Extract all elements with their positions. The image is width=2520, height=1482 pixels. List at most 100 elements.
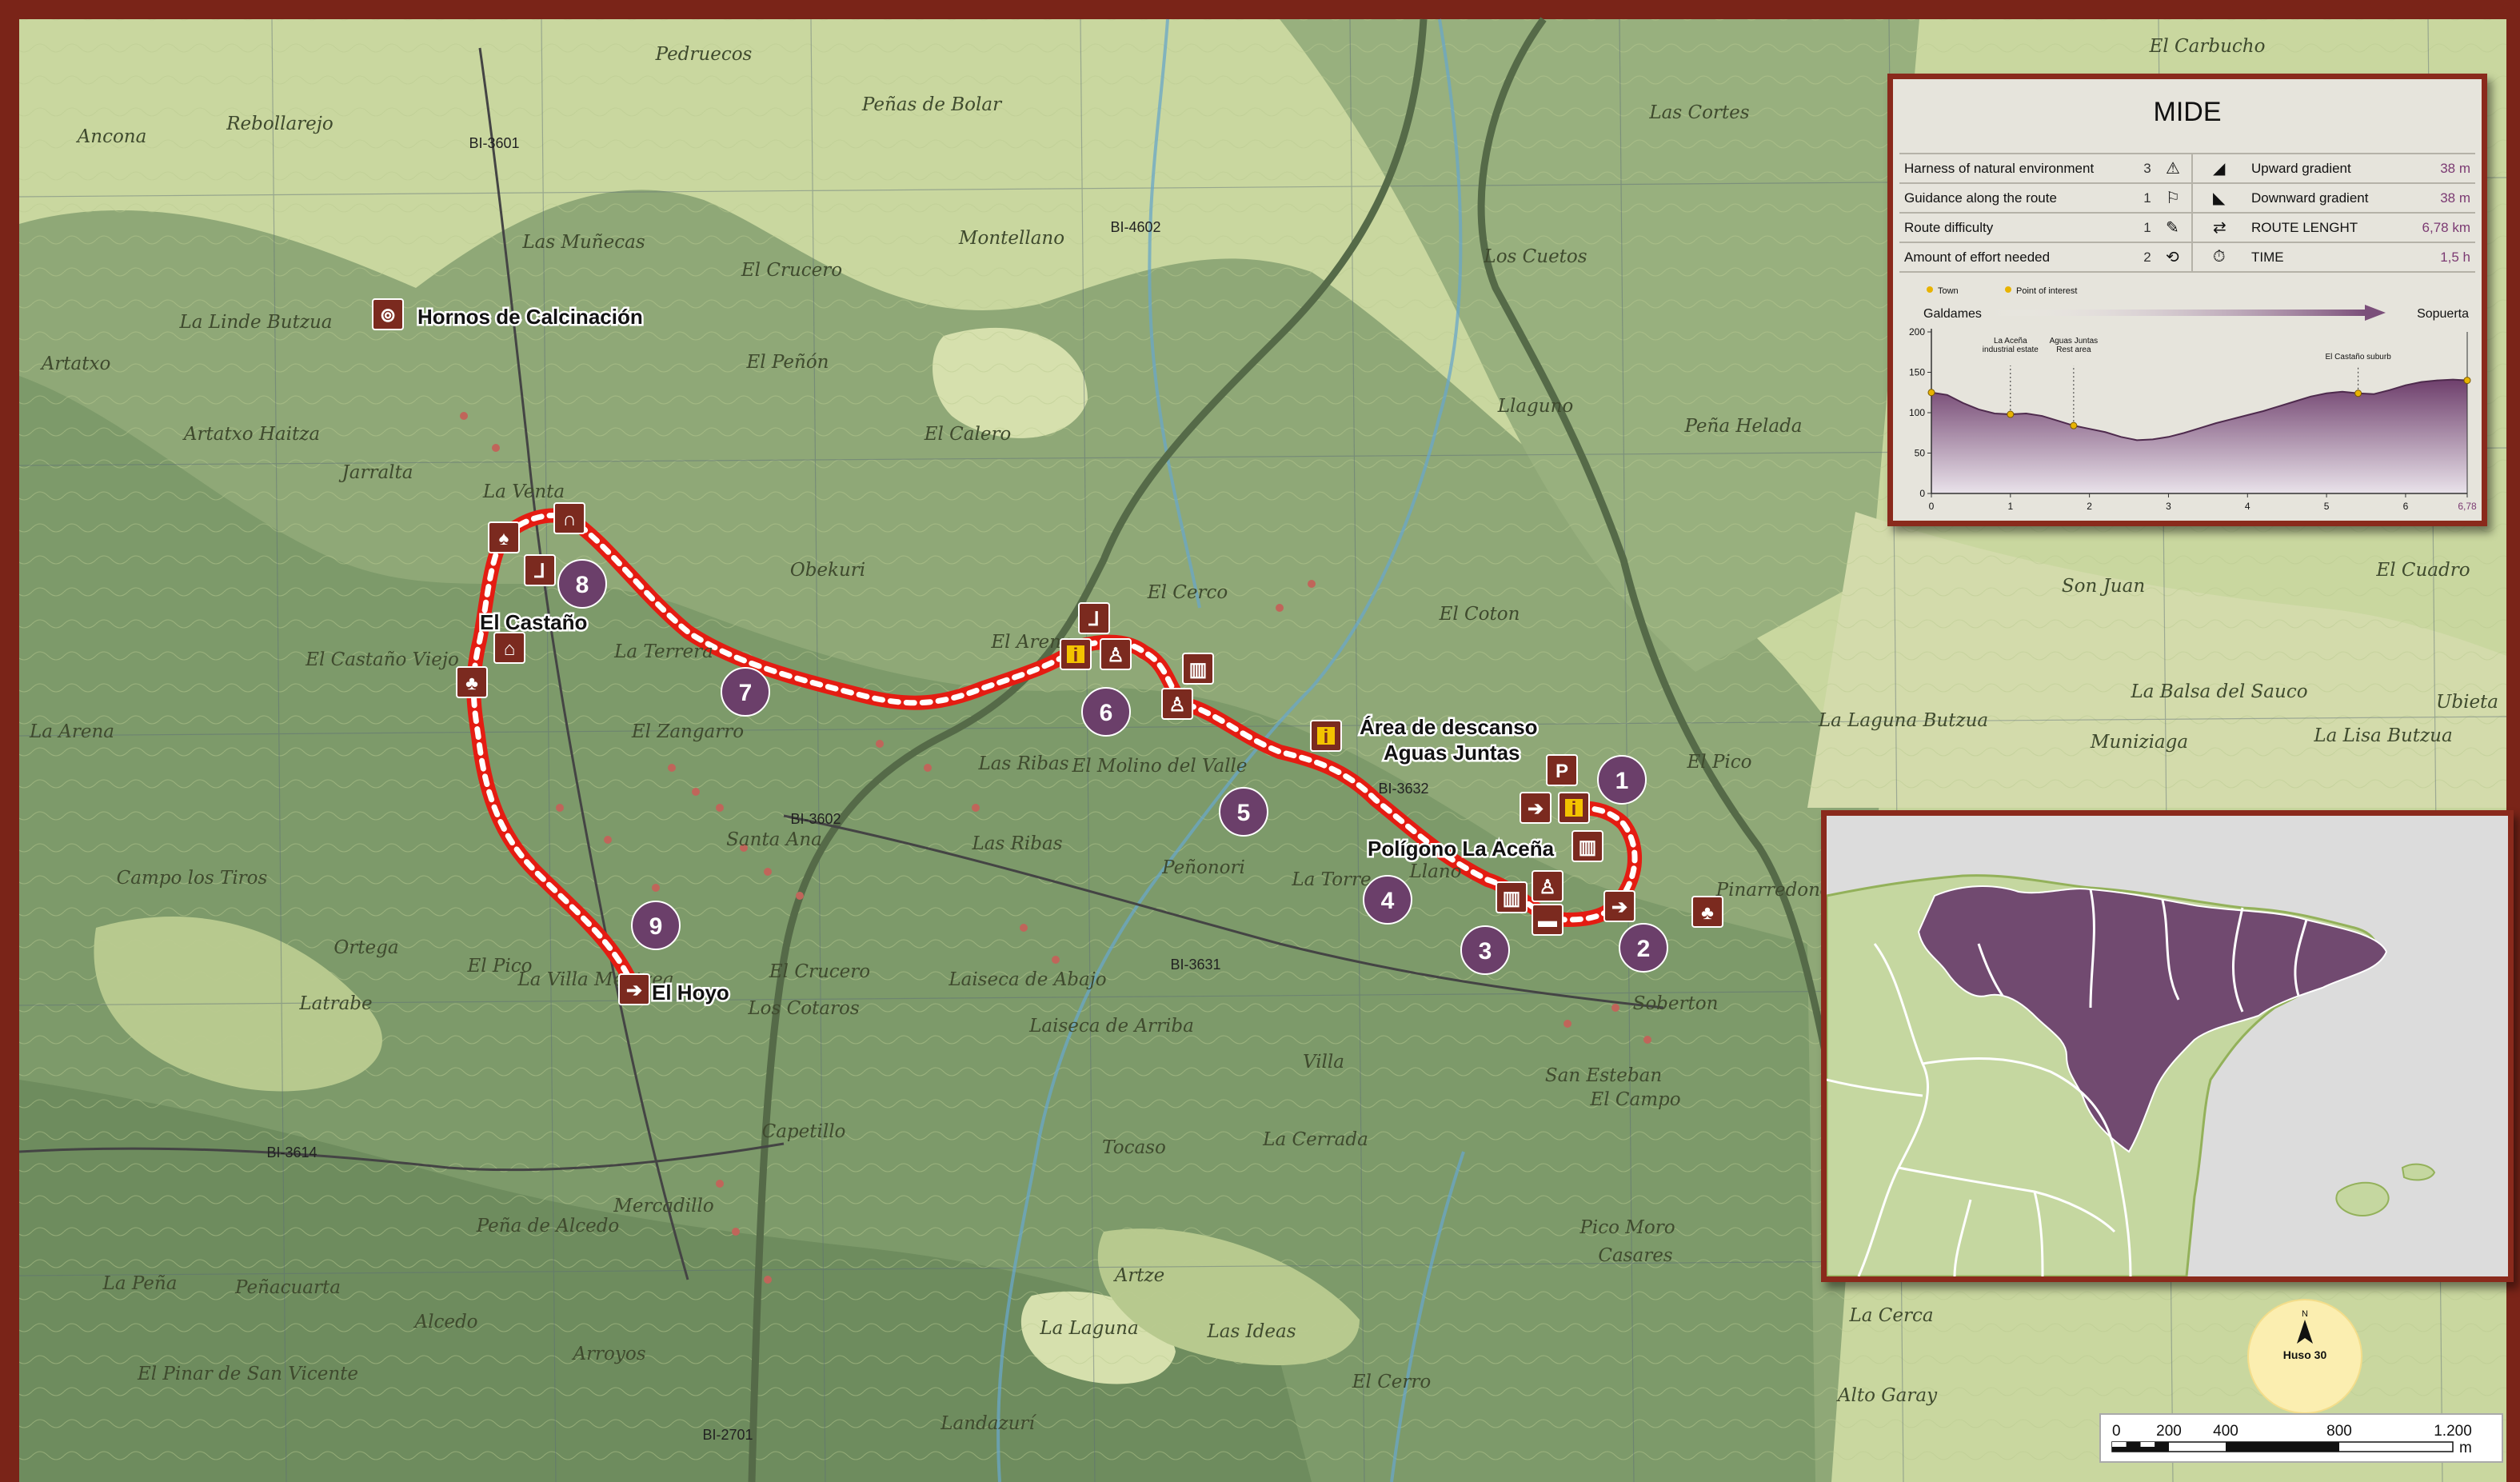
place-label: El Cuadro <box>2375 560 2470 581</box>
y-tick-label: 50 <box>1915 448 1926 459</box>
place-label: La Arena <box>29 721 114 742</box>
kilns-icon[interactable]: ⊚ <box>372 298 404 330</box>
place-label: Mercadillo <box>613 1196 713 1216</box>
route-place-label: Aguas Juntas <box>1384 741 1520 765</box>
place-label: Muniziaga <box>2090 732 2188 753</box>
hiker-icon[interactable]: ♙ <box>1161 688 1193 720</box>
shelter-icon[interactable]: ⌂ <box>493 632 525 664</box>
icon-glyph: ⌂ <box>504 638 516 660</box>
scale-minor <box>2126 1442 2141 1447</box>
place-label: Arroyos <box>571 1344 645 1364</box>
place-label: Alto Garay <box>1836 1385 1938 1406</box>
mide-value: 3 <box>2143 160 2151 176</box>
mide-row: Harness of natural environment 3 ⚠ ◢ Upw… <box>1899 153 2475 182</box>
tunnel-icon[interactable]: ∩ <box>553 502 585 534</box>
end-place: Sopuerta <box>2417 307 2469 321</box>
stage-number: 1 <box>1615 768 1629 794</box>
town-marker <box>2354 389 2362 397</box>
parking-icon[interactable]: P <box>1546 754 1578 786</box>
place-label: Las Ribas <box>971 833 1062 854</box>
factory-icon[interactable]: ▥ <box>1182 653 1214 685</box>
place-label: Artatxo Haitza <box>182 424 320 445</box>
stage-circle <box>721 667 770 717</box>
y-tick-label: 150 <box>1909 367 1925 378</box>
boot-icon: ✎ <box>2166 219 2179 237</box>
factory-icon[interactable]: ▥ <box>1496 881 1528 913</box>
stage-marker[interactable]: 9 <box>631 901 681 950</box>
icon-glyph: ♙ <box>1168 694 1186 716</box>
place-label: Peñas de Bolar <box>861 94 1003 115</box>
info-icon[interactable]: i <box>1060 638 1092 670</box>
settlements <box>460 412 1651 1284</box>
stage-marker[interactable]: 1 <box>1597 755 1647 805</box>
stage-marker[interactable]: 5 <box>1219 787 1268 837</box>
factory-icon[interactable]: ▥ <box>1572 830 1603 862</box>
arrow-icon[interactable]: ➔ <box>1520 792 1552 824</box>
arrow-icon[interactable]: ➔ <box>1603 890 1635 922</box>
inset-borders <box>1827 889 2308 1276</box>
icon-tile <box>524 554 556 586</box>
north-arrow-icon: N <box>2297 1309 2313 1344</box>
icon-glyph: ➔ <box>1611 897 1627 918</box>
huso-label: Huso 30 <box>2282 1348 2327 1361</box>
place-label: Villa <box>1303 1052 1344 1073</box>
place-label: San Esteban <box>1545 1065 1662 1086</box>
stage-marker[interactable]: 8 <box>557 559 607 609</box>
scale-tick-label: 0 <box>2112 1423 2121 1440</box>
place-label: El Pico <box>1686 752 1751 773</box>
stage-number: 9 <box>649 913 663 940</box>
icon-tile <box>1182 653 1214 685</box>
road-label: BI-3601 <box>469 135 519 151</box>
info-icon[interactable]: i <box>1558 792 1590 824</box>
north-badge: N Huso 30 <box>2249 1300 2361 1412</box>
stage-marker[interactable]: 6 <box>1081 687 1131 737</box>
mide-value2: 38 m <box>2440 160 2470 176</box>
tree-icon[interactable]: ♣ <box>1691 896 1723 928</box>
bench-icon[interactable]: ▬ <box>1532 904 1564 936</box>
picnic-icon[interactable]: ♠ <box>488 521 520 553</box>
place-label: Latrabe <box>298 993 372 1014</box>
y-tick-label: 200 <box>1909 326 1925 338</box>
icon-glyph: i <box>1324 726 1329 748</box>
stage-marker[interactable]: 4 <box>1363 875 1412 925</box>
place-label: Laiseca de Arriba <box>1028 1016 1194 1037</box>
mide-value2: 6,78 km <box>2422 219 2470 235</box>
place-label: Landazurí <box>940 1413 1036 1434</box>
stage-number: 7 <box>739 680 753 706</box>
inset-svg <box>1827 816 2508 1276</box>
stage-marker[interactable]: 3 <box>1460 925 1510 975</box>
mide-row: Guidance along the route 1 ⚐ ◣ Downward … <box>1899 182 2475 212</box>
hiker-icon[interactable]: ♙ <box>1100 638 1132 670</box>
location-inset-map[interactable] <box>1821 810 2514 1282</box>
info-icon[interactable]: i <box>1310 720 1342 752</box>
mide-divider <box>2191 154 2193 182</box>
scale-unit: m <box>2459 1440 2472 1456</box>
icon-glyph: ➔ <box>626 980 642 1001</box>
place-label: Las Cortes <box>1648 102 1749 123</box>
icon-tile <box>456 666 488 698</box>
hiker-icon[interactable]: ♙ <box>1532 870 1564 902</box>
effort-icon: ⟲ <box>2166 249 2179 266</box>
poi-icons: ⊚♠∩⅃⌂♣➔⅃i♙▥♙iP➔i▥▥♙▬➔♣ <box>372 298 1723 1005</box>
exclamation-triangle-icon: ⚠ <box>2166 160 2180 178</box>
stopwatch-icon: ⏱ <box>2213 248 2226 266</box>
town-marker <box>2463 377 2471 385</box>
mide-label: Harness of natural environment <box>1904 160 2095 176</box>
town-marker <box>1927 389 1935 397</box>
place-label: La Villa Meatzea <box>517 969 673 990</box>
stage-marker[interactable]: 7 <box>721 667 770 717</box>
stage-marker[interactable]: 2 <box>1619 923 1668 973</box>
tree-icon[interactable]: ♣ <box>456 666 488 698</box>
place-label: La Balsa del Sauco <box>2130 681 2307 702</box>
place-label: La Peña <box>102 1273 178 1294</box>
signpost-icon[interactable]: ⅃ <box>1078 602 1110 634</box>
signpost-icon[interactable]: ⅃ <box>524 554 556 586</box>
route-place-label: El Hoyo <box>652 981 729 1005</box>
road-label: BI-3632 <box>1378 781 1428 797</box>
scale-segment <box>2226 1442 2339 1452</box>
start-arrow-icon[interactable]: ➔ <box>618 973 650 1005</box>
stage-number: 3 <box>1479 938 1492 965</box>
road-labels: BI-3614BI-3602BI-3631BI-3632BI-4602BI-27… <box>266 135 1428 1443</box>
mountain-up-icon: ◢ <box>2213 160 2226 178</box>
place-label: La Venta <box>482 481 565 502</box>
